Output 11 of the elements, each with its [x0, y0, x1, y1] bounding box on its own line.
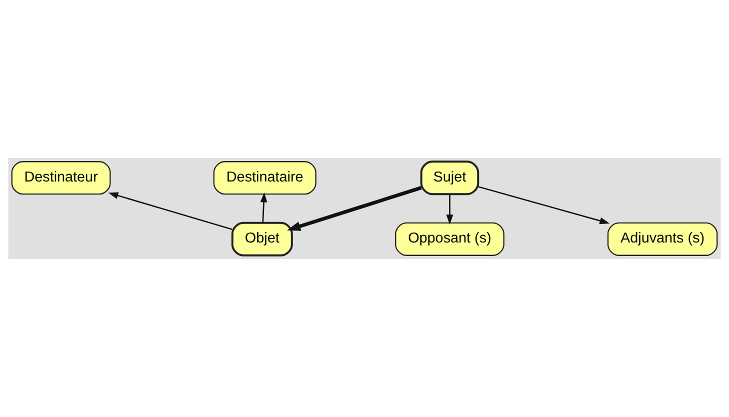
node-box: Objet [231, 222, 293, 256]
arrow [478, 186, 610, 224]
node-box: Destinateur [11, 161, 111, 195]
arrow [286, 186, 422, 231]
node-box: Destinataire [213, 161, 316, 195]
arrow [108, 192, 232, 230]
node-box: Adjuvants (s) [607, 222, 718, 256]
arrow [446, 194, 454, 225]
node-box: Opposant (s) [395, 222, 504, 256]
node-box: Sujet [420, 160, 480, 196]
arrow [260, 192, 268, 223]
